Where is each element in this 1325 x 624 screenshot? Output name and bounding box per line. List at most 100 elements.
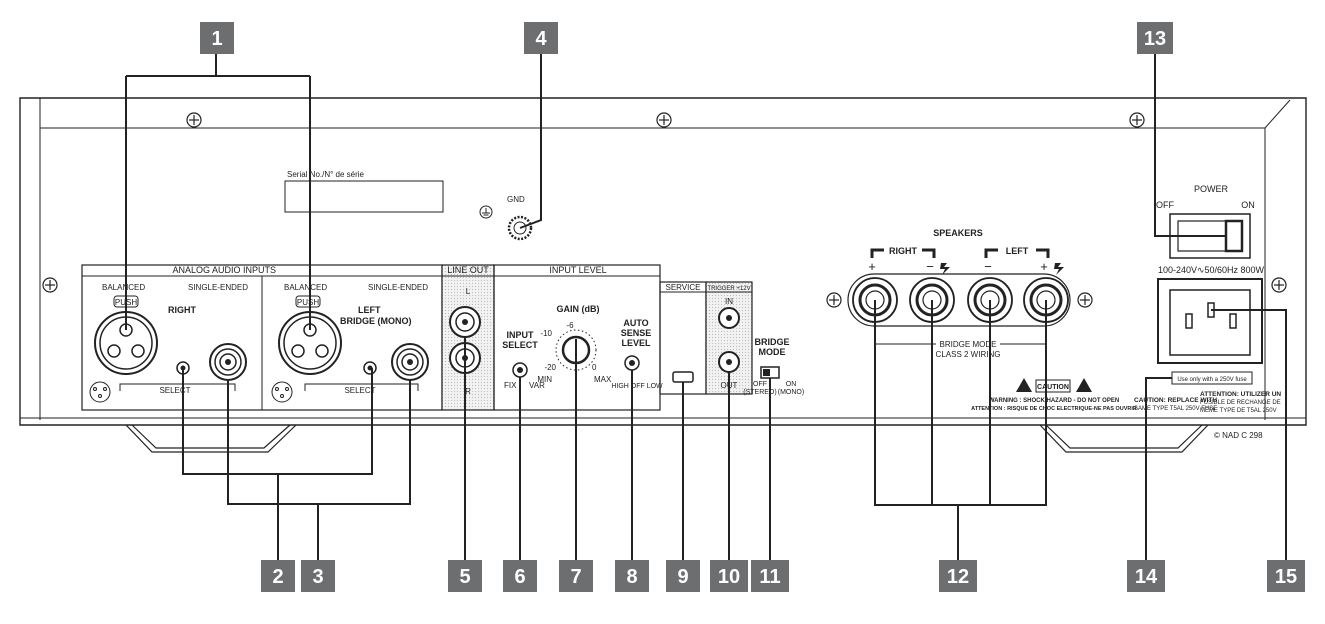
bridge-stereo-label: (STEREO) xyxy=(743,389,776,396)
bridge-bolt-icon xyxy=(1054,263,1064,275)
line-out-title: LINE OUT xyxy=(447,265,489,275)
svg-text:2: 2 xyxy=(272,566,283,588)
input-level-section: INPUT LEVEL INPUT SELECT FIX VAR GAIN (d… xyxy=(493,264,663,411)
screw-icon xyxy=(826,292,1093,308)
single-ended-label: SINGLE-ENDED xyxy=(368,283,428,292)
trigger-out-jack[interactable] xyxy=(718,351,740,373)
warning-exclamation-icon xyxy=(1076,378,1092,392)
analog-inputs-title: ANALOG AUDIO INPUTS xyxy=(172,265,276,275)
rca-left-input[interactable] xyxy=(391,343,429,381)
single-ended-label: SINGLE-ENDED xyxy=(188,283,248,292)
gain-max-label: MAX xyxy=(594,375,612,384)
auto-sense-switch[interactable] xyxy=(624,355,640,371)
bridge-wiring-label-2: CLASS 2 WIRING xyxy=(936,350,1001,359)
trigger-in-label: IN xyxy=(725,297,733,306)
warning-text-1: WARNING : SHOCK HAZARD - DO NOT OPEN xyxy=(989,398,1119,404)
gain-tick-0: 0 xyxy=(592,363,597,372)
iec-power-inlet[interactable] xyxy=(1157,278,1263,364)
screw-icon xyxy=(42,112,1287,293)
svg-text:11: 11 xyxy=(759,566,780,588)
power-label: POWER xyxy=(1194,184,1229,194)
trigger-section: TRIGGER +12V IN OUT xyxy=(705,281,753,395)
callout-3: 3 xyxy=(301,560,335,592)
fix-label: FIX xyxy=(504,381,517,390)
input-select-switch[interactable] xyxy=(512,362,528,378)
trigger-in-jack[interactable] xyxy=(718,307,740,329)
gain-label: GAIN (dB) xyxy=(557,304,600,314)
svg-text:7: 7 xyxy=(570,566,581,588)
warning-label: CAUTION WARNING : SHOCK HAZARD - DO NOT … xyxy=(971,378,1137,412)
svg-text:4: 4 xyxy=(535,28,547,50)
bridge-mode-label-2: MODE xyxy=(759,347,786,357)
attention-2: FUSIBLE DE RECHANGE DE xyxy=(1200,400,1281,406)
input-select-label-2: SELECT xyxy=(502,340,538,350)
callout-15: 15 xyxy=(1267,560,1305,592)
speakers-left-label: LEFT xyxy=(1006,246,1029,256)
speakers-title: SPEAKERS xyxy=(933,228,983,238)
callout-14: 14 xyxy=(1127,560,1165,592)
service-title: SERVICE xyxy=(666,283,701,292)
ground-icon xyxy=(479,205,493,219)
caution-fuse-2: SAME TYPE T5AL 250V FUSE xyxy=(1134,406,1217,412)
callout-11: 11 xyxy=(751,560,789,592)
input-level-title: INPUT LEVEL xyxy=(549,265,606,275)
bridge-wiring-label-1: BRIDGE MODE xyxy=(940,340,997,349)
callout-10: 10 xyxy=(710,560,748,592)
select-label: SELECT xyxy=(344,386,375,395)
callout-5: 5 xyxy=(448,560,482,592)
leader-lines xyxy=(125,54,1287,560)
gain-min-label: MIN xyxy=(537,375,552,384)
push-label: PUSH xyxy=(297,298,319,307)
callout-12: 12 xyxy=(939,560,977,592)
auto-sense-label-3: LEVEL xyxy=(621,338,651,348)
speakers-section: SPEAKERS RIGHT LEFT + − − + xyxy=(826,228,1093,359)
select-label: SELECT xyxy=(159,386,190,395)
rca-line-out-left[interactable] xyxy=(449,306,481,338)
line-out-section: LINE OUT L R xyxy=(441,264,495,411)
bridge-mono-label: BRIDGE (MONO) xyxy=(340,316,412,326)
power-off-label: OFF xyxy=(1156,200,1174,210)
high-off-low-label: HIGH OFF LOW xyxy=(611,383,663,390)
svg-text:5: 5 xyxy=(459,566,470,588)
line-out-l-label: L xyxy=(466,287,471,296)
callout-13: 13 xyxy=(1137,22,1173,54)
fuse-note: Use only with a 250V fuse xyxy=(1177,377,1247,383)
serial-label: Serial No./N° de série xyxy=(287,170,365,179)
power-section: POWER OFF ON 100-240V∿50/60Hz 800W Use o… xyxy=(1134,184,1281,440)
svg-text:10: 10 xyxy=(718,566,740,588)
speakers-right-label: RIGHT xyxy=(889,246,918,256)
input-select-label-1: INPUT xyxy=(507,330,535,340)
auto-sense-label-1: AUTO xyxy=(623,318,648,328)
caution-label: CAUTION xyxy=(1037,384,1069,391)
svg-text:13: 13 xyxy=(1144,28,1166,50)
analog-audio-inputs: ANALOG AUDIO INPUTS BALANCED SINGLE-ENDE… xyxy=(81,264,443,411)
svg-text:8: 8 xyxy=(626,566,637,588)
ground-terminal[interactable]: GND xyxy=(479,195,533,241)
bridge-mode-switch[interactable] xyxy=(760,366,780,379)
callout-8: 8 xyxy=(615,560,649,592)
bridge-mode-label-1: BRIDGE xyxy=(754,337,789,347)
bridge-mono-label: (MONO) xyxy=(778,389,804,396)
callout-1: 1 xyxy=(200,22,234,54)
bridge-on-label: ON xyxy=(786,381,797,388)
chassis xyxy=(19,97,1307,426)
line-out-r-label: R xyxy=(465,387,471,396)
select-switch-left[interactable] xyxy=(363,361,377,375)
xlr-pin-diagram-icon xyxy=(89,381,111,403)
bridge-bolt-icon xyxy=(940,263,950,275)
service-usb-port[interactable] xyxy=(672,371,694,383)
bridge-off-label: OFF xyxy=(753,381,767,388)
balanced-label: BALANCED xyxy=(284,283,327,292)
trigger-title: TRIGGER +12V xyxy=(707,286,750,292)
svg-text:15: 15 xyxy=(1275,566,1297,588)
service-section: SERVICE xyxy=(659,281,707,395)
svg-text:6: 6 xyxy=(514,566,525,588)
rca-right-input[interactable] xyxy=(209,343,247,381)
gain-tick-m6: -6 xyxy=(566,321,574,330)
serial-label-area: Serial No./N° de série xyxy=(284,170,444,213)
warning-lightning-icon xyxy=(1016,378,1032,392)
svg-text:14: 14 xyxy=(1135,566,1158,588)
copyright-label: © NAD C 298 xyxy=(1214,431,1263,440)
gain-tick-m10: -10 xyxy=(540,329,552,338)
